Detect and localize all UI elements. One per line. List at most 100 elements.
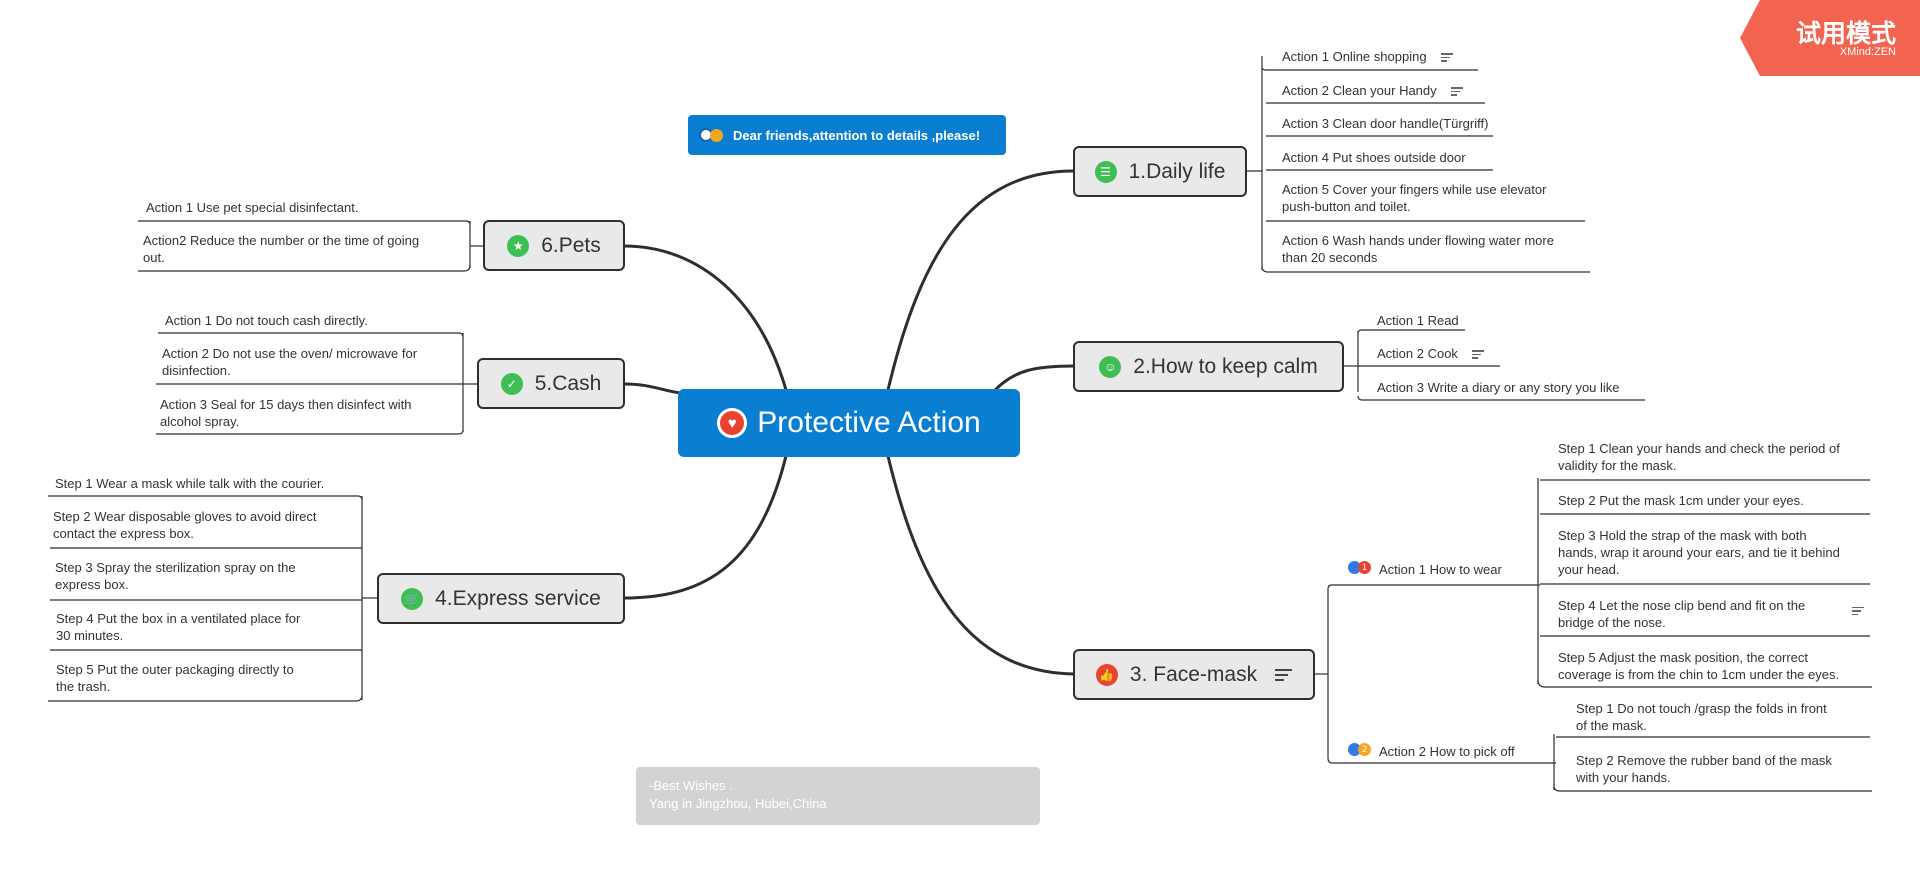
wear-step-5[interactable]: Step 5 Adjust the mask position, the cor… [1558,649,1839,683]
topic-express-service[interactable]: 🛒 4.Express service [377,573,625,624]
cash-action-2-line-2: disinfection. [162,363,231,378]
topic-face-mask-label: 3. Face-mask [1129,662,1258,686]
daily-action-2[interactable]: Action 2 Clean your Handy [1282,82,1463,99]
daily-action-5-line-2: push-button and toilet. [1282,199,1411,214]
cash-action-3-line-1: Action 3 Seal for 15 days then disinfect… [160,397,412,412]
express-step-5-line-1: Step 5 Put the outer packaging directly … [56,662,294,677]
notes-icon [1275,666,1293,684]
pick-step-1-line-2: of the mask. [1576,718,1647,733]
express-step-4-line-1: Step 4 Put the box in a ventilated place… [56,611,301,626]
topic-keep-calm-label: 2.How to keep calm [1133,354,1318,378]
pick-step-2-line-2: with your hands. [1576,770,1671,785]
wear-step-4[interactable]: Step 4 Let the nose clip bend and fit on… [1558,597,1868,631]
heart-icon: ♥ [717,408,748,438]
wear-step-2[interactable]: Step 2 Put the mask 1cm under your eyes. [1558,492,1804,509]
priority-2-icon: 2 [1348,743,1371,756]
watermark-title: 试用模式 [1795,20,1896,48]
wear-step-3-line-3: your head. [1558,562,1620,577]
banner-text: Dear friends,attention to details ,pleas… [733,127,981,143]
daily-action-6-line-1: Action 6 Wash hands under flowing water … [1282,233,1554,248]
central-topic[interactable]: ♥ Protective Action [678,389,1020,457]
mask-action-pick-text: Action 2 How to pick off [1379,744,1515,759]
best-wishes-line-1: -Best Wishes . [649,778,733,793]
daily-action-5[interactable]: Action 5 Cover your fingers while use el… [1282,181,1546,215]
mask-action-pick[interactable]: 2 Action 2 How to pick off [1348,743,1515,760]
pets-action-2-line-1: Action2 Reduce the number or the time of… [143,233,420,248]
central-topic-label: Protective Action [757,406,981,439]
cash-action-1-line-1: Action 1 Do not touch cash directly. [165,313,368,328]
pick-step-1[interactable]: Step 1 Do not touch /grasp the folds in … [1576,700,1827,734]
calm-action-2-text: Action 2 Cook [1377,346,1458,361]
cash-action-1[interactable]: Action 1 Do not touch cash directly. [165,312,368,329]
priority-1-icon: 1 [1348,561,1371,574]
topic-cash[interactable]: ✓ 5.Cash [477,358,625,409]
express-step-3[interactable]: Step 3 Spray the sterilization spray on … [55,559,296,593]
express-step-1[interactable]: Step 1 Wear a mask while talk with the c… [55,475,324,492]
express-step-5[interactable]: Step 5 Put the outer packaging directly … [56,661,294,695]
cash-action-2-line-1: Action 2 Do not use the oven/ microwave … [162,346,418,361]
notes-icon [1440,51,1453,63]
users-icon: ☺ [1099,355,1122,378]
express-step-4[interactable]: Step 4 Put the box in a ventilated place… [56,610,300,644]
cash-action-3-line-2: alcohol spray. [160,414,240,429]
priority-2-number: 2 [1358,743,1371,756]
cart-icon: 🛒 [401,587,424,610]
daily-action-5-line-1: Action 5 Cover your fingers while use el… [1282,182,1547,197]
daily-action-2-text: Action 2 Clean your Handy [1282,83,1437,98]
notes-icon [1471,348,1484,360]
watermark-brand: XMind:ZEN [1839,46,1896,58]
wear-step-4-line-1: Step 4 Let the nose clip bend and fit on… [1558,598,1806,613]
express-step-1-line-1: Step 1 Wear a mask while talk with the c… [55,476,325,491]
daily-action-3[interactable]: Action 3 Clean door handle(Türgriff) [1282,115,1488,132]
daily-action-6[interactable]: Action 6 Wash hands under flowing water … [1282,232,1554,266]
pick-step-2[interactable]: Step 2 Remove the rubber band of the mas… [1576,752,1832,786]
attention-banner[interactable]: Dear friends,attention to details ,pleas… [688,115,1006,155]
cash-action-3[interactable]: Action 3 Seal for 15 days then disinfect… [160,396,411,430]
best-wishes-line-2: Yang in Jingzhou, Hubei,China [649,796,827,811]
banner-badge-icon [699,128,723,142]
topic-express-service-label: 4.Express service [435,586,601,610]
wear-step-3-line-2: hands, wrap it around your ears, and tie… [1558,545,1840,560]
trial-mode-watermark: 试用模式 XMind:ZEN [1740,0,1920,76]
cash-action-2[interactable]: Action 2 Do not use the oven/ microwave … [162,345,417,379]
pets-action-1[interactable]: Action 1 Use pet special disinfectant. [146,199,358,216]
notes-icon [1450,85,1463,97]
topic-daily-life-label: 1.Daily life [1128,159,1226,183]
best-wishes-note[interactable]: -Best Wishes . Yang in Jingzhou, Hubei,C… [636,767,1040,825]
daily-action-6-line-2: than 20 seconds [1282,250,1378,265]
pick-step-2-line-1: Step 2 Remove the rubber band of the mas… [1576,753,1832,768]
topic-pets-label: 6.Pets [541,233,601,257]
wear-step-2-line-1: Step 2 Put the mask 1cm under your eyes. [1558,493,1804,508]
daily-action-1[interactable]: Action 1 Online shopping [1282,48,1453,65]
wear-step-3[interactable]: Step 3 Hold the strap of the mask with b… [1558,527,1840,578]
express-step-2-line-1: Step 2 Wear disposable gloves to avoid d… [53,509,317,524]
daily-action-4-text: Action 4 Put shoes outside door [1282,150,1466,165]
wear-step-5-line-2: coverage is from the chin to 1cm under t… [1558,667,1840,682]
pets-action-2[interactable]: Action2 Reduce the number or the time of… [143,232,419,266]
calm-action-3[interactable]: Action 3 Write a diary or any story you … [1377,379,1620,396]
topic-keep-calm[interactable]: ☺ 2.How to keep calm [1073,341,1344,392]
calm-action-1[interactable]: Action 1 Read [1377,312,1459,329]
mask-action-wear[interactable]: 1 Action 1 How to wear [1348,561,1502,578]
wear-step-1[interactable]: Step 1 Clean your hands and check the pe… [1558,440,1840,474]
wear-step-3-line-1: Step 3 Hold the strap of the mask with b… [1558,528,1807,543]
calm-action-2[interactable]: Action 2 Cook [1377,345,1484,362]
wear-step-5-line-1: Step 5 Adjust the mask position, the cor… [1558,650,1809,665]
daily-action-1-text: Action 1 Online shopping [1282,49,1427,64]
express-step-4-line-2: 30 minutes. [56,628,124,643]
pets-action-1-line-1: Action 1 Use pet special disinfectant. [146,200,359,215]
topic-pets[interactable]: ★ 6.Pets [483,220,625,271]
daily-action-4[interactable]: Action 4 Put shoes outside door [1282,149,1466,166]
wear-step-1-line-2: validity for the mask. [1558,458,1677,473]
calm-action-1-text: Action 1 Read [1377,313,1459,328]
star-icon: ★ [507,234,530,257]
express-step-5-line-2: the trash. [56,679,111,694]
topic-face-mask[interactable]: 👍 3. Face-mask [1073,649,1315,700]
express-step-2[interactable]: Step 2 Wear disposable gloves to avoid d… [53,508,317,542]
topic-daily-life[interactable]: ☰ 1.Daily life [1073,146,1247,197]
wear-step-4-line-2: bridge of the nose. [1558,615,1666,630]
wear-step-1-line-1: Step 1 Clean your hands and check the pe… [1558,441,1840,456]
chat-icon: ☰ [1094,160,1117,183]
express-step-3-line-2: express box. [55,577,129,592]
